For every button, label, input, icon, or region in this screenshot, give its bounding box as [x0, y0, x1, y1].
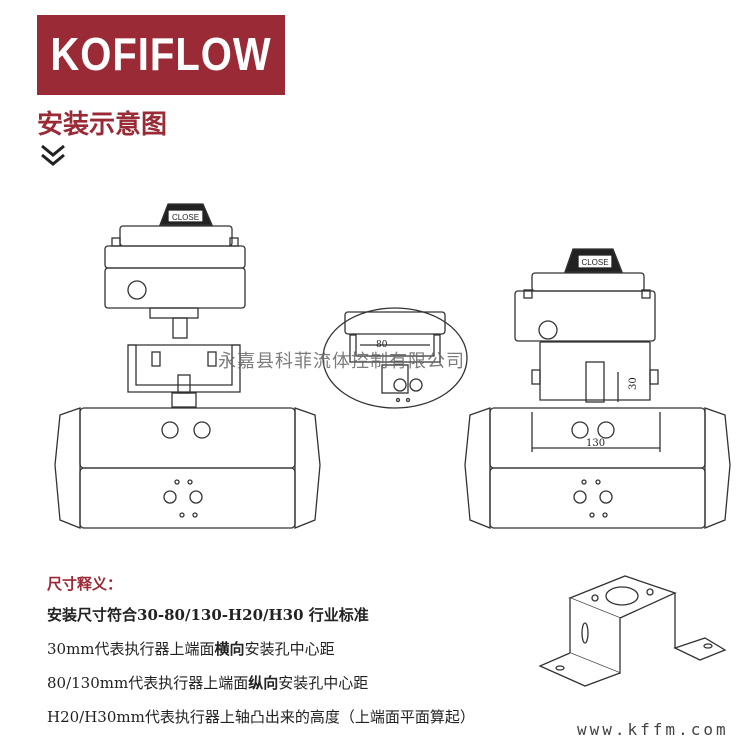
dim-30-label: 30: [628, 377, 639, 390]
close-label-right: CLOSE: [581, 258, 608, 267]
line-80-130mm: 80/130mm代表执行器上端面纵向安装孔中心距: [47, 672, 368, 693]
line-30mm: 30mm代表执行器上端面横向安装孔中心距: [47, 638, 335, 659]
right-actuator: 130: [464, 407, 731, 529]
right-limit-switch-box: CLOSE: [514, 248, 656, 342]
standard-line: 安装尺寸符合30-80/130-H20/H30 行业标准: [47, 606, 369, 624]
line-80-130mm-c: 安装孔中心距: [278, 674, 369, 692]
line-30mm-a: 30mm代表执行器上端面: [47, 640, 215, 658]
line-80-130mm-b: 纵向: [248, 674, 279, 692]
dimension-heading: 尺寸释义：: [47, 575, 123, 593]
line-h20-h30: H20/H30mm代表执行器上轴凸出来的高度（上端面平面算起）: [47, 708, 475, 726]
close-label-left: CLOSE: [172, 213, 199, 222]
bracket-3d-icon: [538, 575, 727, 687]
line-30mm-c: 安装孔中心距: [244, 640, 335, 658]
brand-name: KOFIFLOW: [50, 29, 272, 80]
dim-80-label: 80: [376, 340, 388, 350]
company-watermark: 永嘉县科菲流体控制有限公司: [218, 351, 465, 372]
brand-logo: KOFIFLOW: [37, 15, 285, 95]
dim-130-label: 130: [586, 438, 605, 449]
left-actuator: [54, 407, 321, 529]
center-detail-magnifier: 80: [322, 307, 468, 409]
left-limit-switch-box: CLOSE: [104, 203, 246, 339]
line-30mm-b: 横向: [214, 640, 245, 658]
right-mounting-bracket: 30: [531, 341, 659, 403]
section-title: 安装示意图: [37, 110, 168, 140]
left-mounting-bracket: [127, 344, 241, 408]
installation-diagram: CLOSE: [54, 203, 731, 529]
double-chevron-down-icon: [41, 144, 65, 166]
website-url: www.kffm.com: [577, 720, 729, 739]
line-80-130mm-a: 80/130mm代表执行器上端面: [47, 674, 249, 692]
